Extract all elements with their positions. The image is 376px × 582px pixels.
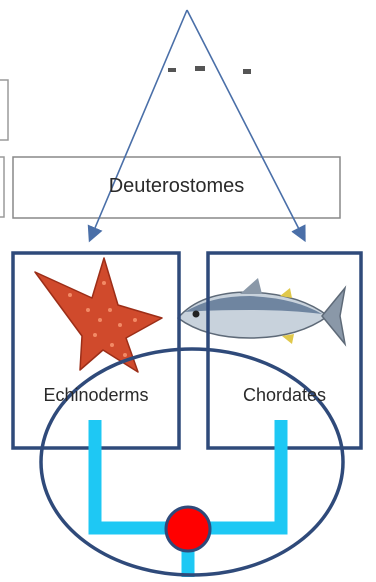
deuterostomes-label: Deuterostomes xyxy=(13,175,340,198)
echinoderms-label: Echinoderms xyxy=(15,385,177,406)
chordates-label: Chordates xyxy=(210,385,359,406)
cropped-text-fragments xyxy=(168,66,251,74)
cropped-header-box-left xyxy=(0,80,8,140)
cropped-header-box-left-2 xyxy=(0,157,4,217)
common-ancestor-node xyxy=(166,507,210,551)
tuna-fish-icon xyxy=(178,278,345,344)
chordates-box xyxy=(208,253,361,448)
